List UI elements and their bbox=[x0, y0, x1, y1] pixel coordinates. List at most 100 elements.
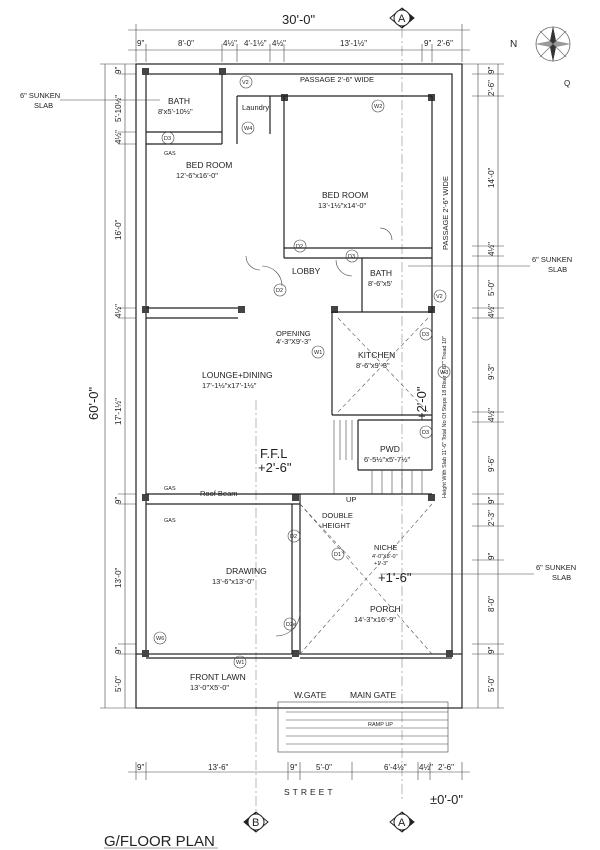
gas-label-3: GAS bbox=[164, 518, 176, 524]
passage-side-label: PASSAGE 2'-6" WIDE bbox=[441, 176, 450, 250]
sunken-note-1: 6" SUNKEN bbox=[20, 91, 60, 100]
ramp-label: RAMP UP bbox=[368, 722, 393, 728]
right-dim-3: 14'-0" bbox=[487, 167, 496, 188]
tag-v2-top: V2 bbox=[242, 80, 249, 86]
outer-boundary-wall bbox=[135, 63, 463, 709]
right-dim-6: 4½" bbox=[487, 304, 496, 318]
section-marker-a-top bbox=[389, 7, 415, 29]
top-dim-1: 9" bbox=[137, 39, 144, 48]
bottom-dim-6: 4½" bbox=[419, 763, 433, 772]
opening-label: OPENING bbox=[276, 329, 311, 338]
north-compass-icon bbox=[535, 26, 571, 62]
drawing-size: 13'-6"x13'-0" bbox=[212, 577, 254, 586]
porch-level: +1'-6" bbox=[378, 570, 412, 585]
pwd-size: 6'-5½"x5'-7½" bbox=[364, 455, 410, 464]
right-dim-8: 4½" bbox=[487, 408, 496, 422]
tag-d3-d: D3 bbox=[422, 430, 429, 436]
up-label: UP bbox=[346, 495, 356, 504]
tag-d2e: D2e bbox=[286, 622, 296, 628]
tag-d1: D1 bbox=[334, 552, 341, 558]
tag-d2-a: D2 bbox=[296, 244, 303, 250]
bath1-name: BATH bbox=[168, 96, 190, 106]
bath1-size: 8'x5'-10½" bbox=[158, 107, 193, 116]
pwd-name: PWD bbox=[380, 444, 400, 454]
bed2-name: BED ROOM bbox=[322, 190, 368, 200]
niche-size: 4'-0"X8'-0" bbox=[372, 554, 398, 560]
tag-d3-c: D3 bbox=[422, 332, 429, 338]
stair-info: Height With Slab 11'-6" Total No Of Step… bbox=[442, 336, 448, 498]
sunken-note-1b: SLAB bbox=[34, 101, 53, 110]
right-dim-13: 8'-0" bbox=[487, 596, 496, 612]
maingate-name: MAIN GATE bbox=[350, 690, 396, 700]
top-dim-6: 13'-1½" bbox=[340, 39, 367, 48]
right-dim-15: 5'-0" bbox=[487, 676, 496, 692]
compass-q-label: Q bbox=[564, 79, 570, 88]
kitchen-size: 8'-6"x9'-3" bbox=[356, 361, 390, 370]
sunken-note-2: 6" SUNKEN bbox=[532, 255, 572, 264]
section-a-bottom-label: A bbox=[398, 817, 406, 829]
tag-d2-c: D2 bbox=[290, 534, 297, 540]
bed1-size: 12'-6"x16'-0" bbox=[176, 171, 218, 180]
lounge-size: 17'-1½"x17'-1½" bbox=[202, 381, 257, 390]
section-a-top-label: A bbox=[398, 13, 406, 25]
right-dim-9: 9'-6" bbox=[487, 456, 496, 472]
height-label: HEIGHT bbox=[322, 521, 351, 530]
tag-w3: W3 bbox=[440, 370, 448, 376]
right-dim-5: 5'-0" bbox=[487, 280, 496, 296]
passage-top-label: PASSAGE 2'-6" WIDE bbox=[300, 75, 374, 84]
tag-w2: W2 bbox=[374, 104, 382, 110]
left-overall-dim: 60'-0" bbox=[86, 386, 101, 420]
niche-label: NICHE bbox=[374, 543, 397, 552]
top-dim-4: 4'-1½" bbox=[244, 39, 267, 48]
kitchen-name: KITCHEN bbox=[358, 350, 395, 360]
bath2-name: BATH bbox=[370, 268, 392, 278]
section-b-label: B bbox=[252, 817, 259, 829]
right-dim-10: 9" bbox=[487, 497, 496, 504]
right-dim-1: 9" bbox=[487, 67, 496, 74]
street-label: STREET bbox=[284, 787, 336, 797]
tag-v2-side: V2 bbox=[436, 294, 443, 300]
north-label: N bbox=[510, 39, 517, 50]
porch-name: PORCH bbox=[370, 604, 401, 614]
bed1-name: BED ROOM bbox=[186, 160, 232, 170]
bottom-dim-1: 9" bbox=[137, 763, 144, 772]
section-marker-b bbox=[243, 811, 269, 833]
left-dim-10: 5'-0" bbox=[114, 676, 123, 692]
top-dim-3: 4½" bbox=[223, 39, 237, 48]
ffl-label: F.F.L bbox=[260, 446, 287, 461]
niche-level: +1'-3" bbox=[374, 561, 388, 567]
top-dim-8: 2'-6" bbox=[437, 39, 453, 48]
right-dim-12: 9" bbox=[487, 553, 496, 560]
bottom-dim-2: 13'-6" bbox=[208, 763, 229, 772]
ground-level: ±0'-0" bbox=[430, 792, 463, 807]
left-dim-7: 9" bbox=[114, 497, 123, 504]
left-dim-2: 5'-10½" bbox=[114, 95, 123, 122]
tag-w6: W6 bbox=[156, 636, 164, 642]
lounge-name: LOUNGE+DINING bbox=[202, 370, 273, 380]
right-dim-4: 4½" bbox=[487, 242, 496, 256]
tag-w4: W4 bbox=[244, 126, 252, 132]
porch-size: 14'-3"x16'-9" bbox=[354, 615, 396, 624]
bath2-size: 8'-6"x5' bbox=[368, 279, 393, 288]
tag-w1-a: W1 bbox=[314, 350, 322, 356]
sunken-note-3: 6" SUNKEN bbox=[536, 563, 576, 572]
tag-d2-b: D2 bbox=[276, 288, 283, 294]
tag-d3-a: D3 bbox=[164, 136, 171, 142]
double-label: DOUBLE bbox=[322, 511, 353, 520]
top-dim-5: 4½" bbox=[272, 39, 286, 48]
left-dim-9: 9" bbox=[114, 647, 123, 654]
laundry-name: Laundry bbox=[242, 103, 269, 112]
left-dim-4: 16'-0" bbox=[114, 219, 123, 240]
wgate-name: W.GATE bbox=[294, 690, 327, 700]
bottom-dim-4: 5'-0" bbox=[316, 763, 332, 772]
left-dim-6: 17'-1½" bbox=[114, 398, 123, 425]
right-dim-11: 2'-3" bbox=[487, 510, 496, 526]
gas-label-2: GAS bbox=[164, 486, 176, 492]
plan-title: G/FLOOR PLAN bbox=[104, 833, 215, 850]
gas-label-1: GAS bbox=[164, 151, 176, 157]
left-dim-5: 4½" bbox=[114, 304, 123, 318]
right-dim-2: 2'-6" bbox=[487, 80, 496, 96]
top-dim-2: 8'-0" bbox=[178, 39, 194, 48]
top-dim-7: 9" bbox=[424, 39, 431, 48]
